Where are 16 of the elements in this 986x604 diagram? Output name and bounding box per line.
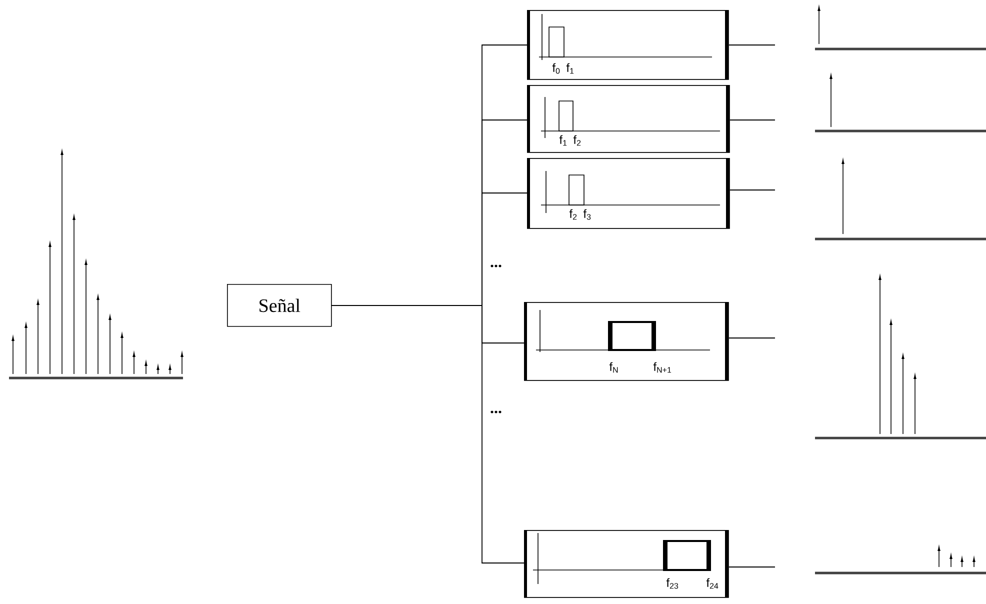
filter-box: f$_{2}$ f$_{3}$ bbox=[527, 158, 730, 229]
filter-box: f$_{N}$ f$_{N+1}$ bbox=[524, 302, 729, 381]
connector-line bbox=[728, 566, 776, 568]
ellipsis: ... bbox=[490, 264, 502, 268]
connector-line bbox=[331, 304, 524, 564]
filter-box: f$_{0}$ f$_{1}$ bbox=[527, 10, 729, 80]
spectrum-drawing bbox=[815, 6, 986, 50]
spectrum-drawing bbox=[815, 159, 986, 240]
spectrum-drawing bbox=[815, 275, 986, 440]
spectrum-drawing bbox=[815, 546, 986, 574]
signal-box: Señal bbox=[227, 284, 332, 327]
ellipsis: ... bbox=[490, 410, 502, 414]
connector-line bbox=[728, 44, 776, 46]
filter-box: f$_{23}$ f$_{24}$ bbox=[524, 530, 729, 598]
filter-box: f$_{1}$ f$_{2}$ bbox=[527, 85, 730, 153]
spectrum-drawing bbox=[815, 74, 986, 132]
